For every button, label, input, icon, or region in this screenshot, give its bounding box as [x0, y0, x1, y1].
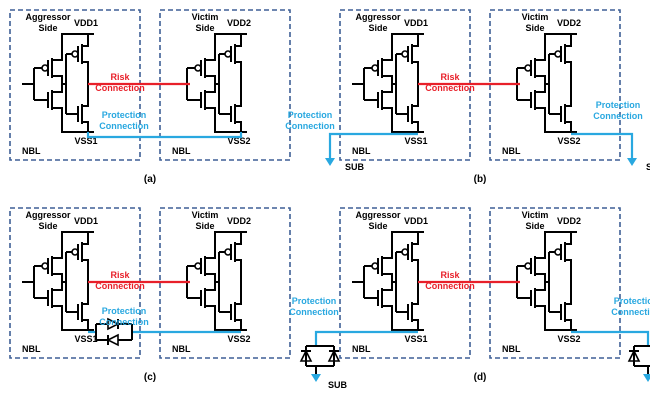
nbl-label-aggressor: NBL — [22, 344, 41, 354]
nbl-label-victim: NBL — [502, 344, 521, 354]
sub-label: SUB — [646, 162, 650, 172]
risk-label: Risk — [110, 72, 130, 82]
protection-connection-label: Connection — [593, 111, 643, 121]
diode-icon — [327, 349, 341, 362]
vss2-label: VSS2 — [557, 334, 580, 344]
aggressor-side-label: Side — [38, 23, 57, 33]
vdd1-label: VDD1 — [74, 18, 98, 28]
diode-reverse-icon — [106, 333, 119, 347]
victim-side-label: Side — [525, 221, 544, 231]
risk-label: Risk — [440, 270, 460, 280]
aggressor-label: Aggressor — [25, 12, 71, 22]
aggressor-side-label: Side — [368, 221, 387, 231]
aggressor-label: Aggressor — [355, 12, 401, 22]
protection-connection-label: Connection — [99, 121, 149, 131]
caption-c: (c) — [144, 372, 156, 383]
vdd2-label: VDD2 — [557, 216, 581, 226]
vdd1-label: VDD1 — [404, 216, 428, 226]
protection-connection-label: Connection — [285, 121, 335, 131]
protection-connection-label: Connection — [99, 317, 149, 327]
risk-connection-label: Connection — [95, 281, 145, 291]
vss2-label: VSS2 — [557, 136, 580, 146]
protection-connection-label: Connection — [611, 307, 650, 317]
vdd2-label: VDD2 — [227, 216, 251, 226]
diode-icon — [627, 349, 641, 362]
vdd2-label: VDD2 — [227, 18, 251, 28]
victim-side-label: Side — [195, 221, 214, 231]
nbl-label-aggressor: NBL — [22, 146, 41, 156]
aggressor-side-label: Side — [368, 23, 387, 33]
diode-icon — [299, 349, 313, 362]
caption-d: (d) — [474, 372, 487, 383]
protection-connection-line — [328, 132, 418, 160]
protection-label: Protection — [288, 110, 333, 120]
vss2-label: VSS2 — [227, 334, 250, 344]
risk-connection-label: Connection — [425, 281, 475, 291]
risk-connection-label: Connection — [425, 83, 475, 93]
diode-forward-icon — [107, 317, 120, 331]
caption-b: (b) — [474, 174, 487, 185]
victim-label: Victim — [522, 210, 549, 220]
risk-label: Risk — [110, 270, 130, 280]
caption-a: (a) — [144, 174, 156, 185]
nbl-label-victim: NBL — [172, 146, 191, 156]
protection-label: Protection — [102, 110, 147, 120]
aggressor-label: Aggressor — [25, 210, 71, 220]
nbl-label-aggressor: NBL — [352, 344, 371, 354]
vdd2-label: VDD2 — [557, 18, 581, 28]
sub-label: SUB — [328, 380, 348, 390]
victim-label: Victim — [192, 12, 219, 22]
nbl-label-victim: NBL — [502, 146, 521, 156]
sub-arrow-icon — [325, 158, 335, 166]
protection-label: Protection — [614, 296, 650, 306]
sub-arrow-icon — [311, 374, 321, 382]
vss1-label: VSS1 — [404, 334, 427, 344]
aggressor-side-label: Side — [38, 221, 57, 231]
protection-connection-line — [86, 132, 243, 139]
vss1-label: VSS1 — [404, 136, 427, 146]
risk-connection-label: Connection — [95, 83, 145, 93]
sub-arrow-icon — [627, 158, 637, 166]
risk-label: Risk — [440, 72, 460, 82]
sub-label: SUB — [345, 162, 365, 172]
sub-arrow-icon — [643, 374, 650, 382]
victim-label: Victim — [192, 210, 219, 220]
protection-label: Protection — [596, 100, 641, 110]
victim-side-label: Side — [525, 23, 544, 33]
vss2-label: VSS2 — [227, 136, 250, 146]
nbl-label-aggressor: NBL — [352, 146, 371, 156]
aggressor-label: Aggressor — [355, 210, 401, 220]
vdd1-label: VDD1 — [404, 18, 428, 28]
protection-connection-line — [571, 330, 650, 346]
nbl-label-victim: NBL — [172, 344, 191, 354]
protection-label: Protection — [292, 296, 337, 306]
victim-label: Victim — [522, 12, 549, 22]
vdd1-label: VDD1 — [74, 216, 98, 226]
protection-connection-line — [571, 132, 634, 160]
protection-connection-line — [314, 330, 418, 346]
vss1-label: VSS1 — [74, 334, 97, 344]
victim-side-label: Side — [195, 23, 214, 33]
vss1-label: VSS1 — [74, 136, 97, 146]
protection-connection-label: Connection — [289, 307, 339, 317]
protection-label: Protection — [102, 306, 147, 316]
